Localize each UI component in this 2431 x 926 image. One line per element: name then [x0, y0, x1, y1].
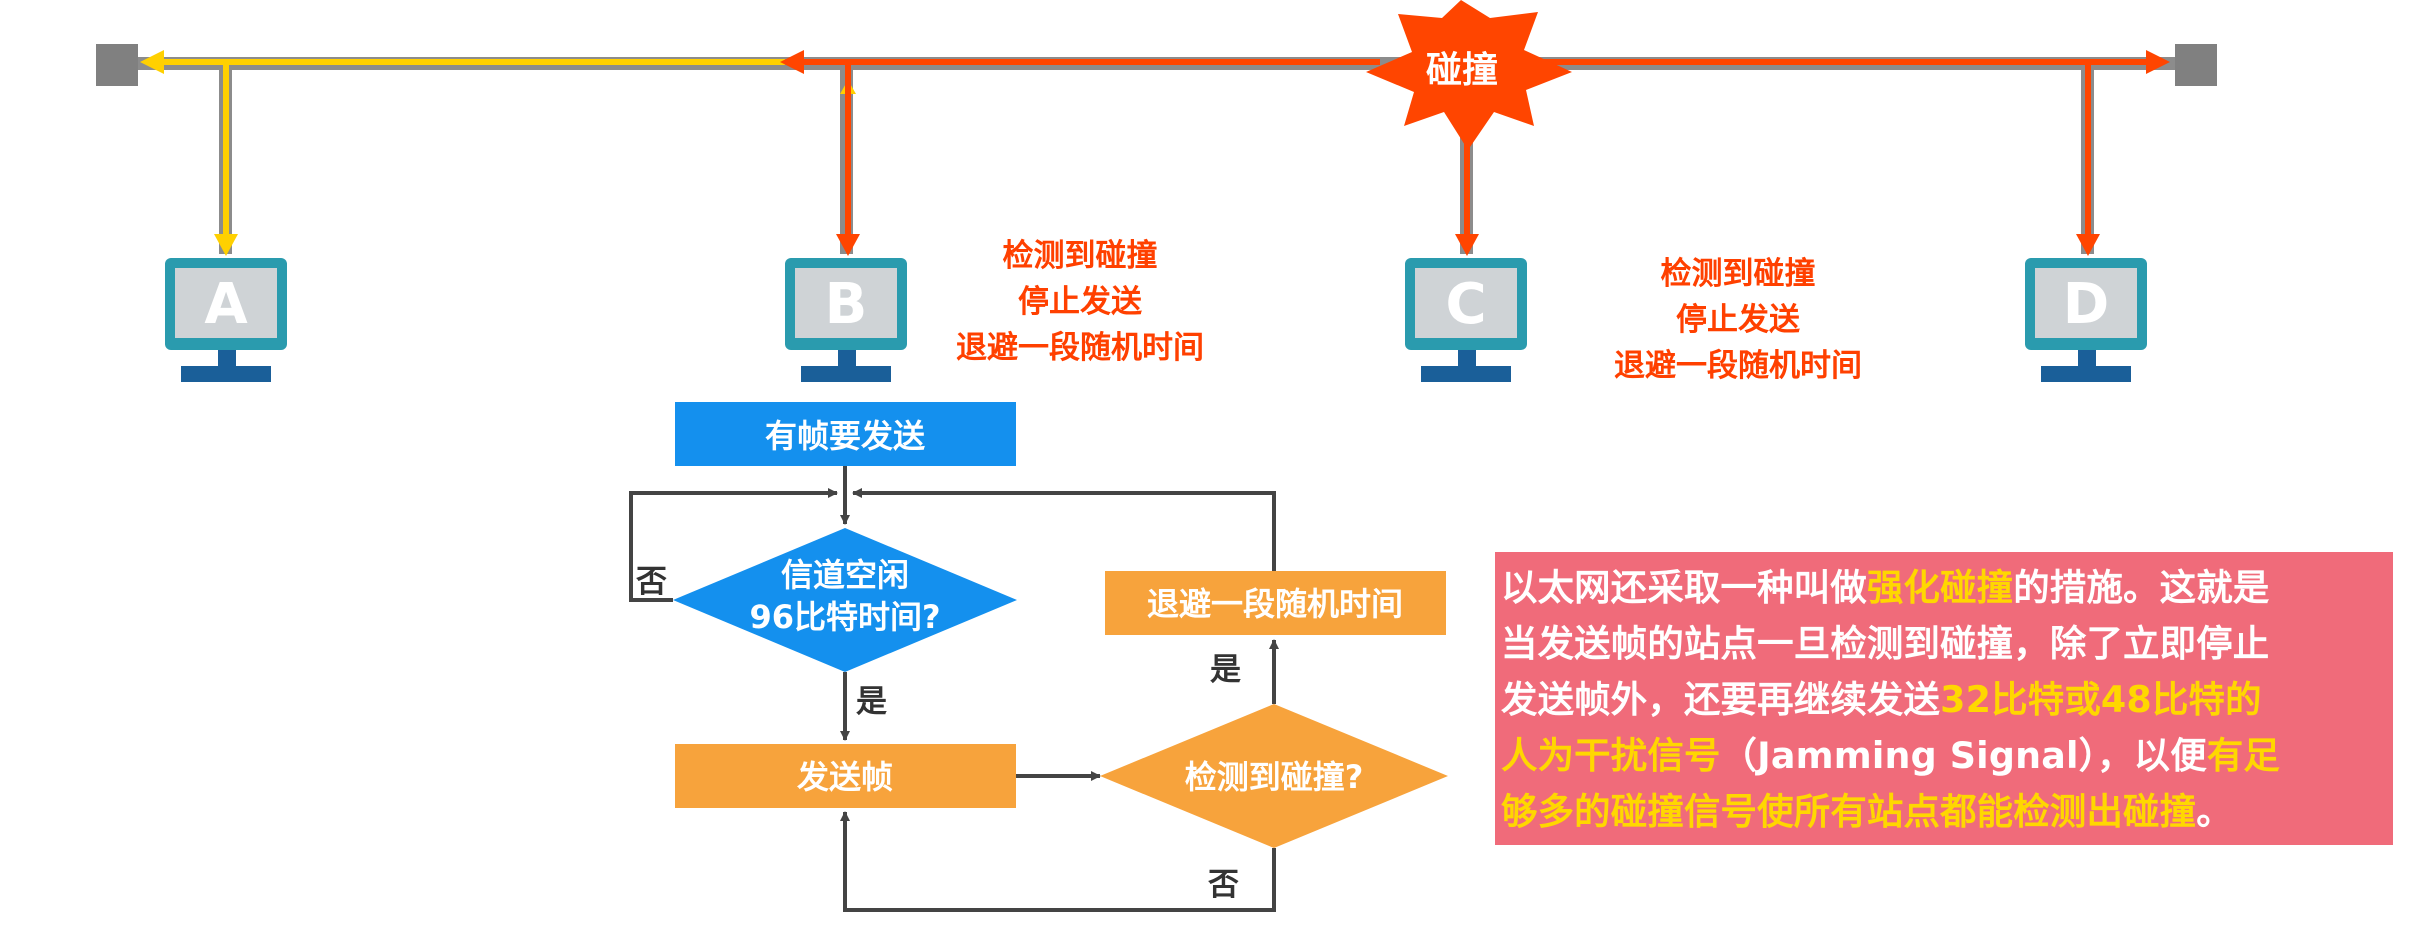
annotation-b: 检测到碰撞 停止发送 退避一段随机时间	[956, 238, 1204, 366]
flow-send-box	[675, 744, 1016, 808]
collision-label: 碰撞	[1426, 50, 1498, 91]
signal-c-to-b	[780, 50, 1380, 256]
flow-idle-yes-label: 是	[856, 684, 887, 720]
flow-idle-check-line1: 信道空闲	[781, 556, 909, 594]
flow-start-box	[675, 402, 1016, 466]
flow-send-label: 发送帧	[797, 758, 893, 796]
svg-text:退避一段随机时间: 退避一段随机时间	[956, 330, 1204, 366]
svg-text:检测到碰撞: 检测到碰撞	[1661, 256, 1816, 292]
svg-text:停止发送: 停止发送	[1018, 284, 1142, 320]
svg-text:检测到碰撞: 检测到碰撞	[1003, 238, 1158, 274]
flow-detect-no-label: 否	[1208, 867, 1239, 903]
svg-text:停止发送: 停止发送	[1676, 302, 1800, 338]
signal-b-to-a	[140, 50, 856, 256]
flow-detect-label: 检测到碰撞?	[1185, 758, 1364, 796]
bus-terminator-left	[96, 44, 138, 86]
flow-start-label: 有帧要发送	[765, 417, 925, 455]
flowchart: 有帧要发送 信道空闲 96比特时间? 否 是 发送帧 检测到碰撞? 是 退避一段…	[629, 402, 1448, 912]
flow-idle-check-line2: 96比特时间?	[749, 598, 940, 636]
station-d: D	[2025, 258, 2147, 382]
signal-c-to-d	[1455, 50, 2170, 256]
collision-burst: 碰撞	[1366, 0, 1572, 150]
note-line-1: 以太网还采取一种叫做强化碰撞的措施。这就是	[1501, 566, 2270, 609]
note-line-4: 人为干扰信号（Jamming Signal），以便有足	[1501, 734, 2280, 777]
flow-detect-yes-label: 是	[1210, 652, 1241, 688]
explosion-burst-icon	[1366, 0, 1572, 150]
note-line-5: 够多的碰撞信号使所有站点都能检测出碰撞。	[1501, 790, 2233, 833]
annotation-c: 检测到碰撞 停止发送 退避一段随机时间	[1614, 256, 1862, 384]
svg-text:退避一段随机时间: 退避一段随机时间	[1614, 348, 1862, 384]
station-label-c: C	[1445, 272, 1486, 337]
note-line-2: 当发送帧的站点一旦检测到碰撞，除了立即停止	[1501, 622, 2270, 665]
flow-idle-check-diamond	[673, 528, 1017, 672]
station-label-b: B	[825, 272, 868, 337]
station-label-a: A	[204, 272, 248, 337]
station-b: B	[785, 258, 907, 382]
flow-backoff-box	[1105, 571, 1446, 635]
bus-terminator-right	[2175, 44, 2217, 86]
note-line-3: 发送帧外，还要再继续发送32比特或48比特的	[1501, 678, 2262, 721]
flow-detect-diamond	[1100, 704, 1448, 848]
station-label-d: D	[2063, 272, 2109, 337]
flow-backoff-label: 退避一段随机时间	[1147, 585, 1403, 623]
flow-idle-no-label: 否	[636, 564, 667, 600]
jamming-note: 以太网还采取一种叫做强化碰撞的措施。这就是 当发送帧的站点一旦检测到碰撞，除了立…	[1495, 552, 2393, 845]
station-a: A	[165, 258, 287, 382]
station-c: C	[1405, 258, 1527, 382]
